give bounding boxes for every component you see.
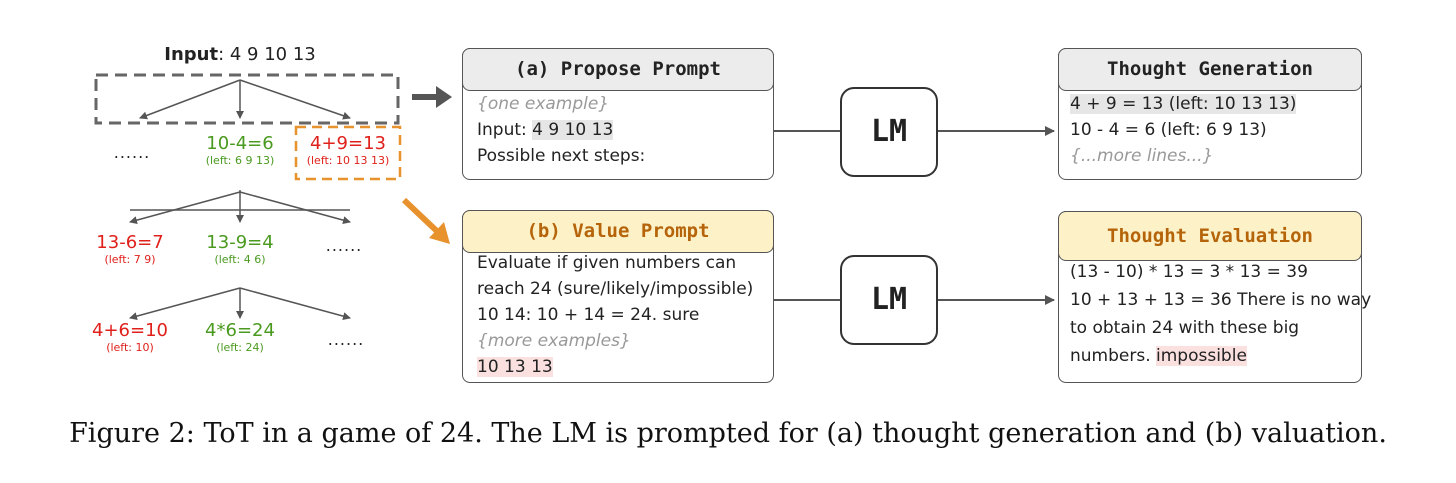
thought-generation-header: Thought Generation <box>1058 48 1362 91</box>
tree-node-left: (left: 7 9) <box>104 253 156 266</box>
value-more-examples: {more examples} <box>477 331 631 351</box>
thought-generation-body: 4 + 9 = 13 (left: 10 13 13) 10 - 4 = 6 (… <box>1070 91 1297 169</box>
propose-next-steps: Possible next steps: <box>477 146 646 166</box>
generation-more-lines: {...more lines...} <box>1070 146 1214 166</box>
tree-node-expression: 4+9=13 <box>310 133 386 154</box>
evaluation-line: to obtain 24 with these big <box>1070 318 1300 338</box>
tree-branches-level1 <box>139 79 351 120</box>
tree-node-left: (left: 24) <box>216 341 264 354</box>
tree-node-left: (left: 6 9 13) <box>205 154 275 167</box>
value-example: 10 14: 10 + 14 = 24. sure <box>477 305 700 325</box>
tree-node-left: (left: 10 13 13) <box>306 154 390 167</box>
tree-node: 4*6=24 (left: 24) <box>190 320 290 354</box>
tree-node-left: (left: 10) <box>106 341 154 354</box>
value-instruction-line2: reach 24 (sure/likely/impossible) <box>477 279 754 299</box>
evaluation-verdict: impossible <box>1156 346 1247 366</box>
lm-box-bottom: LM <box>840 255 938 345</box>
value-prompt-body: Evaluate if given numbers can reach 24 (… <box>477 250 753 380</box>
tree-node-expression: 13-9=4 <box>206 232 274 253</box>
lm-box-top: LM <box>840 87 938 177</box>
generation-line-text: 4 + 9 = 13 (left: 10 13 13) <box>1070 94 1297 114</box>
tree-node-expression: 4+6=10 <box>92 320 168 341</box>
tree-node-dots: ...... <box>327 330 365 349</box>
propose-input-prefix: Input: <box>477 120 533 140</box>
value-query-line: 10 13 13 <box>477 354 753 380</box>
evaluation-line: (13 - 10) * 13 = 3 * 13 = 39 <box>1070 262 1308 282</box>
thought-evaluation-body: (13 - 10) * 13 = 3 * 13 = 39 10 + 13 + 1… <box>1070 258 1371 370</box>
generation-line: 10 - 4 = 6 (left: 6 9 13) <box>1070 120 1267 140</box>
propose-input-line: Input: 4 9 10 13 <box>477 117 645 143</box>
tree-input-label: Input <box>164 44 219 65</box>
figure-caption: Figure 2: ToT in a game of 24. The LM is… <box>69 418 1387 449</box>
tree-node-selected: 4+9=13 (left: 10 13 13) <box>298 133 398 167</box>
input-dashed-box <box>94 73 400 125</box>
tree-node: 10-4=6 (left: 6 9 13) <box>190 133 290 167</box>
thought-evaluation-header: Thought Evaluation <box>1058 211 1362 261</box>
generation-line: 4 + 9 = 13 (left: 10 13 13) <box>1070 91 1297 117</box>
selected-node-box <box>294 125 402 181</box>
tree-node-dots: ...... <box>325 236 363 255</box>
evaluation-verdict-line: numbers. impossible <box>1070 342 1371 370</box>
propose-example-placeholder: {one example} <box>477 94 610 114</box>
tree-input-value: : 4 9 10 13 <box>218 44 316 65</box>
tree-node: 13-6=7 (left: 7 9) <box>80 232 180 266</box>
evaluation-verdict-prefix: numbers. <box>1070 346 1157 366</box>
tree-branches-level2 <box>129 190 351 225</box>
tree-node-dots: ...... <box>113 143 151 162</box>
tree-node: 4+6=10 (left: 10) <box>80 320 180 354</box>
tree-branches-level3 <box>129 287 351 321</box>
propose-prompt-body: {one example} Input: 4 9 10 13 Possible … <box>477 91 645 169</box>
value-query: 10 13 13 <box>477 357 553 377</box>
tree-input: Input: 4 9 10 13 <box>150 44 330 65</box>
value-prompt-header: (b) Value Prompt <box>462 210 774 253</box>
propose-prompt-header: (a) Propose Prompt <box>462 48 774 91</box>
tree-node: 13-9=4 (left: 4 6) <box>190 232 290 266</box>
propose-input-value: 4 9 10 13 <box>532 120 614 140</box>
value-instruction-line1: Evaluate if given numbers can <box>477 253 737 273</box>
evaluation-line: 10 + 13 + 13 = 36 There is no way <box>1070 290 1372 310</box>
tree-node-expression: 4*6=24 <box>205 320 275 341</box>
arrow-to-propose-prompt <box>412 86 452 108</box>
arrow-to-value-prompt <box>401 197 450 244</box>
tree-node-left: (left: 4 6) <box>214 253 266 266</box>
tree-node-expression: 13-6=7 <box>96 232 164 253</box>
tree-node-expression: 10-4=6 <box>206 133 274 154</box>
